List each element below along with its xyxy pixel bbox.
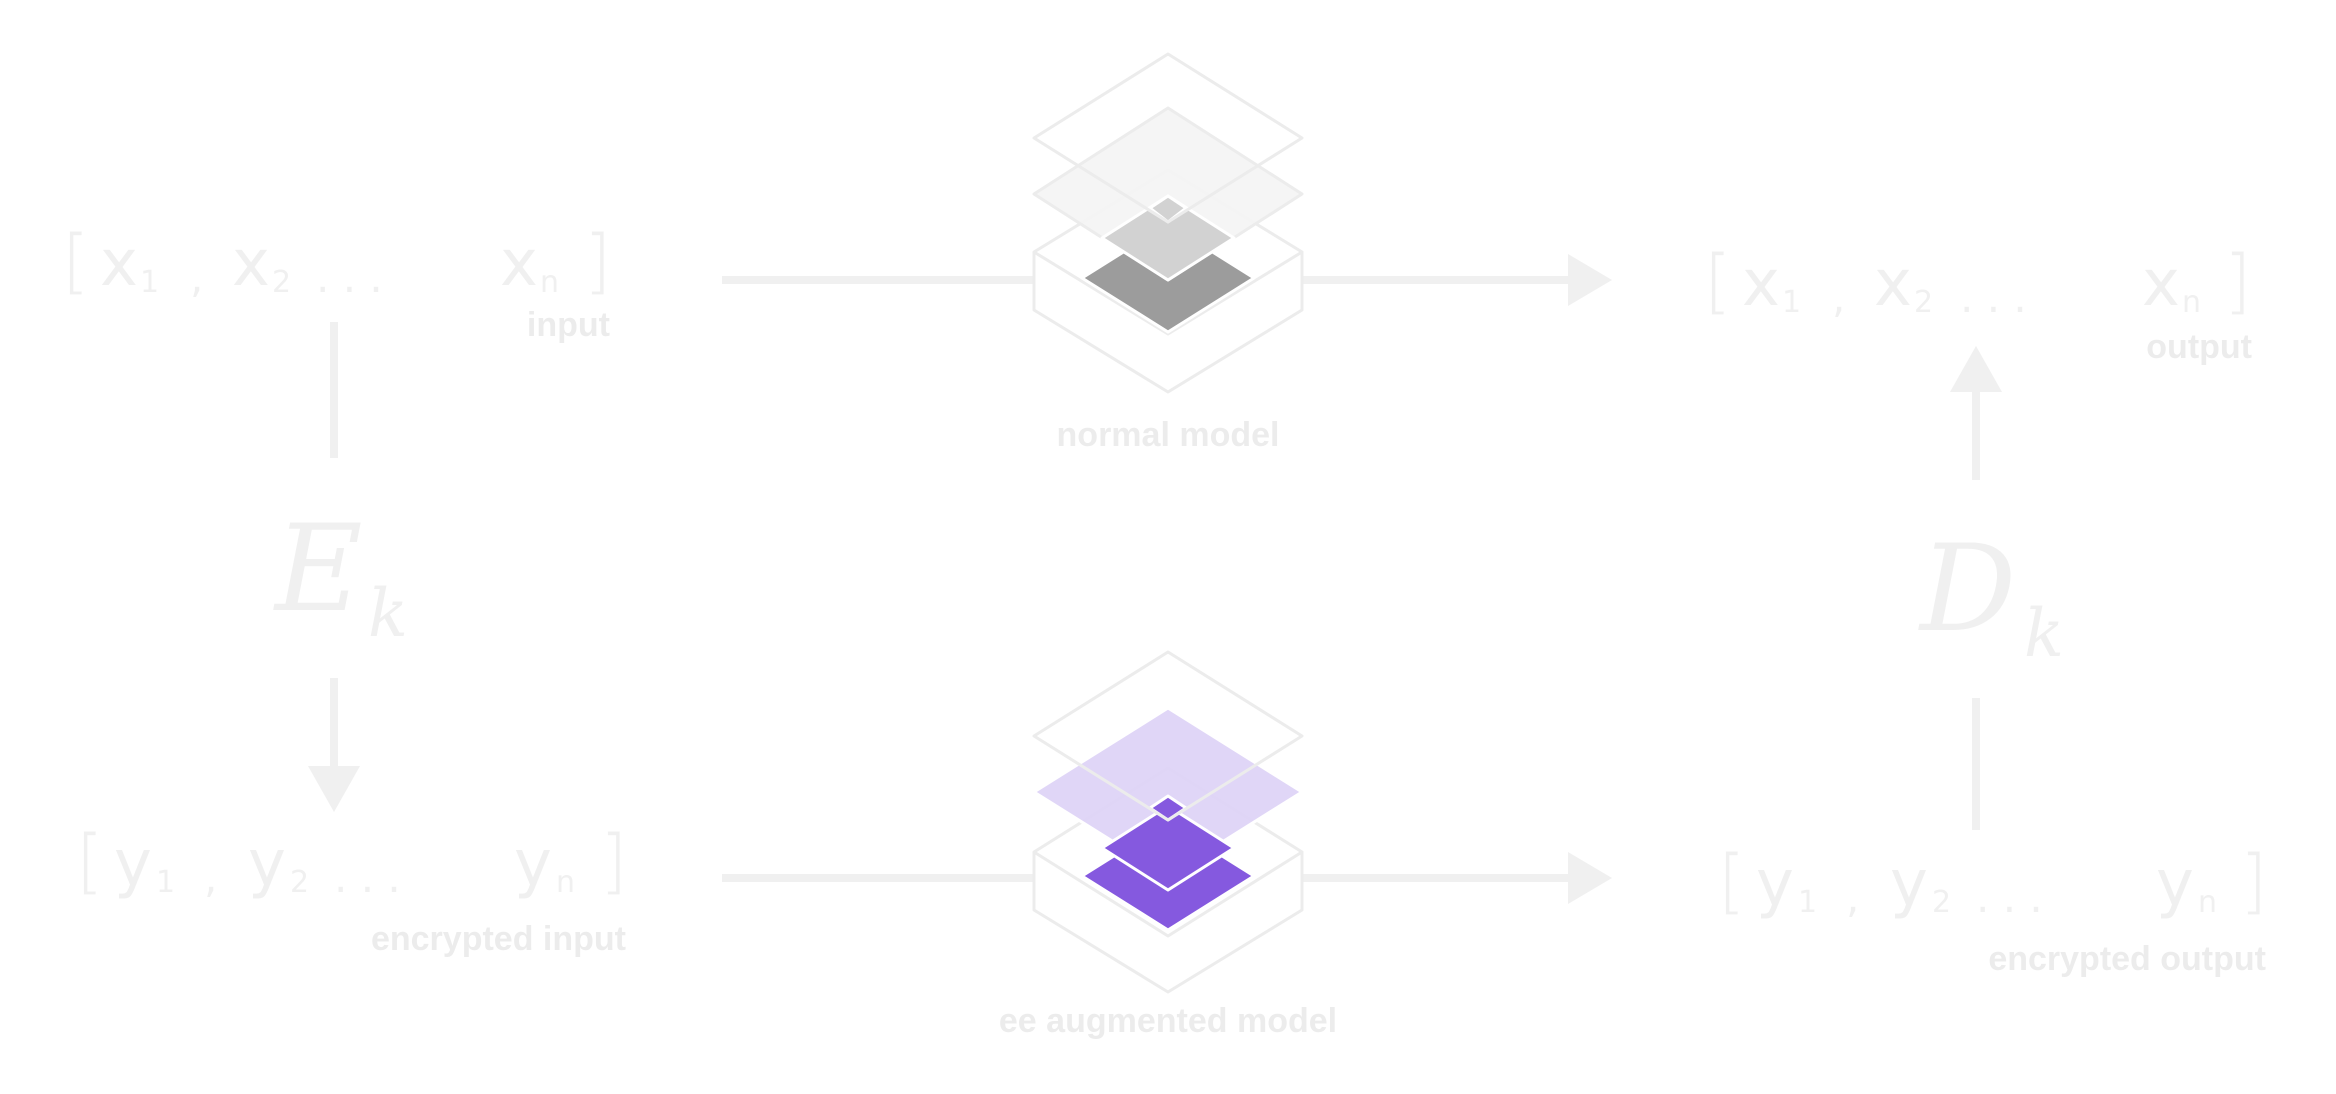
vector-item: x [232,227,270,301]
vector-subscript: 1 [1782,285,1801,320]
vector-item: y [248,827,286,901]
augmented-model-label: ee augmented model [999,1002,1337,1040]
vector-subscript: 2 [1932,885,1951,920]
decrypt-operator: D k [1918,520,2064,672]
vector-item: y [514,827,552,901]
top-plane-outline [1032,52,1304,224]
arrowheads [308,254,2002,904]
vector-subscript: 1 [1798,885,1817,920]
vector-item: x [500,227,538,301]
base-box-sides [1032,852,1304,994]
light-tile [1100,194,1236,282]
open-bracket: [ [76,820,103,902]
decrypt-subscript: k [2024,595,2064,672]
base-box-sides [1032,252,1304,394]
vector-subscript: 2 [1914,285,1933,320]
vector-subscript: n [2182,285,2201,320]
vector-item: x [100,227,138,301]
close-bracket: ] [2224,240,2251,322]
vector-separator: , [1846,873,1859,922]
open-bracket: [ [1718,840,1745,922]
vector-separator: , [1832,273,1845,322]
vector-subscript: 2 [272,265,291,300]
encrypted-output-label: encrypted output [1988,940,2266,978]
output-label: output [2146,328,2252,366]
encrypt-subscript: k [368,575,408,652]
normal-model-label: normal model [1057,416,1280,454]
purple-inner-tile [1100,804,1236,892]
vector-item: x [1874,247,1912,321]
decrypt-symbol: D [1918,520,2016,659]
encrypted-input-vector: [ y 1 , y 2 . . . y n ] [76,820,627,902]
vector-separator: , [204,853,217,902]
open-bracket: [ [62,220,89,302]
close-bracket: ] [2240,840,2267,922]
encrypted-output-vector: [ y 1 , y 2 . . . y n ] [1718,840,2267,922]
output-vector: [ x 1 , x 2 . . . x n ] [1704,240,2251,322]
connectors [330,276,1980,882]
vector-item: y [114,827,152,901]
top-plane-outline [1032,650,1304,822]
encrypt-symbol: E [273,500,363,639]
augmented-model-stack [1032,650,1304,994]
input-label: input [527,306,610,344]
vector-separator: . . . [316,253,383,302]
encrypted-input-label: encrypted input [371,920,626,958]
vector-item: x [1742,247,1780,321]
vector-item: y [1756,847,1794,921]
vector-separator: . . . [334,853,401,902]
vector-separator: . . . [1960,273,2027,322]
encrypt-operator: E k [273,500,408,652]
vector-separator: , [190,253,203,302]
vector-item: y [1890,847,1928,921]
vector-subscript: n [556,865,575,900]
normal-model-stack [1032,52,1304,394]
decrypt-up-arrowhead [1950,346,2002,392]
vector-subscript: n [540,265,559,300]
encrypted-output-arrowhead [1568,852,1612,904]
vector-subscript: 2 [290,865,309,900]
encrypt-down-arrowhead [308,766,360,812]
vector-separator: . . . [1976,873,2043,922]
input-vector: [ x 1 , x 2 . . . x n ] [62,220,611,302]
open-bracket: [ [1704,240,1731,322]
vector-subscript: n [2198,885,2217,920]
vector-subscript: 1 [140,265,159,300]
close-bracket: ] [600,820,627,902]
close-bracket: ] [584,220,611,302]
vector-subscript: 1 [156,865,175,900]
vector-item: x [2142,247,2180,321]
vector-item: y [2156,847,2194,921]
normal-output-arrowhead [1568,254,1612,306]
